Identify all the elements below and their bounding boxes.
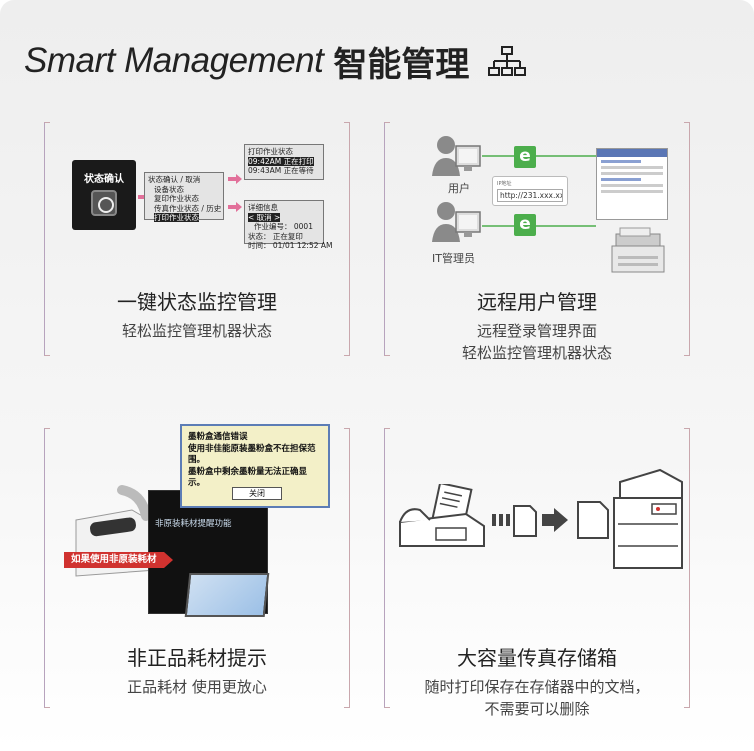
user-with-monitor-icon	[432, 136, 481, 176]
remote-ui-browser	[596, 148, 668, 220]
panel-remote-management: 用户 IT管理员 e e IP地址 http://231.xxx.xx.x	[384, 122, 690, 362]
print-status-row: 09:42AM 正在打印	[248, 156, 314, 166]
bracket-left	[44, 428, 50, 708]
org-chart-icon	[488, 46, 527, 76]
status-confirm-button: 状态确认	[72, 160, 136, 230]
multifunction-printer-icon	[613, 468, 683, 569]
connection-lines	[482, 155, 596, 227]
browser-title-bar	[597, 149, 667, 157]
panel-title: 大容量传真存储箱	[457, 646, 617, 670]
title-en: Smart Management	[24, 41, 324, 80]
page-header: Smart Management 智能管理	[24, 38, 527, 85]
panel-line: 随时打印保存在存储器中的文档，	[424, 678, 650, 696]
bracket-right	[344, 122, 350, 356]
menu-item: 复印作业状态	[154, 194, 199, 203]
panel-status-management: 状态确认 状态确认 / 取消 设备状态 复印作业状态 传真作业状态 / 历史 打…	[44, 122, 350, 356]
dialog-line: 墨粉盒通信错误	[188, 432, 248, 442]
detail-lcd: 详细信息 < 取消 > 作业编号： 0001 状态： 正在复印 时间： 01/0…	[244, 200, 332, 250]
bracket-right	[684, 122, 690, 356]
arrow-right-icon	[228, 174, 242, 184]
panel-consumables: 非原装耗材提醒功能 墨粉盒通信错误 使用非佳能原装墨粉盒不在担保范围。 墨粉盒中…	[44, 424, 350, 708]
bracket-left	[44, 122, 50, 356]
print-status-lcd: 打印作业状态 09:42AM 正在打印 09:43AM 正在等待	[244, 144, 324, 180]
title-cn: 智能管理	[333, 44, 470, 85]
dialog-close-button[interactable]: 关闭	[232, 487, 282, 500]
panel-line: 不需要可以删除	[484, 700, 590, 718]
menu-item-selected: 打印作业状态	[154, 213, 199, 222]
address-bar: IP地址 http://231.xxx.xx.x	[492, 176, 568, 206]
menu-item: 状态确认 / 取消	[148, 175, 201, 184]
panel-line: 轻松监控管理机器状态	[461, 344, 612, 362]
status-menu-lcd: 状态确认 / 取消 设备状态 复印作业状态 传真作业状态 / 历史 打印作业状态	[144, 172, 224, 222]
screen-header: 非原装耗材提醒功能	[155, 519, 232, 529]
print-status-title: 打印作业状态	[248, 147, 293, 156]
bracket-right	[684, 428, 690, 708]
detail-cancel: < 取消 >	[248, 212, 281, 222]
detail-row: 状态： 正在复印	[248, 231, 303, 241]
non-genuine-tag: 如果使用非原装耗材	[64, 552, 172, 568]
detail-row: 时间： 01/01 12:52 AM	[248, 241, 333, 250]
display-screen	[184, 573, 270, 617]
toner-error-dialog: 墨粉盒通信错误 使用非佳能原装墨粉盒不在担保范围。 墨粉盒中剩余墨粉量无法正确显…	[180, 424, 330, 508]
dialog-line: 使用非佳能原装墨粉盒不在担保范围。	[188, 443, 316, 466]
dialog-line: 墨粉盒中剩余墨粉量无法正确显示。	[188, 466, 308, 489]
panel-line: 正品耗材 使用更放心	[127, 678, 267, 696]
detail-title: 详细信息	[248, 203, 278, 212]
detail-row: 作业编号： 0001	[254, 222, 313, 231]
print-status-row: 09:43AM 正在等待	[248, 166, 314, 175]
user-label: 用户	[448, 182, 470, 195]
fax-machine-icon	[399, 484, 485, 547]
panel-title: 远程用户管理	[477, 290, 597, 314]
panel-fax-storage: 大容量传真存储箱 随时打印保存在存储器中的文档， 不需要可以删除	[384, 428, 690, 718]
admin-label: IT管理员	[432, 252, 475, 265]
bracket-right	[344, 428, 350, 708]
arrow-right-icon	[228, 202, 242, 212]
bracket-left	[384, 122, 390, 356]
panel-title: 非正品耗材提示	[127, 646, 267, 670]
address-label: IP地址	[497, 181, 512, 187]
document-icon	[577, 501, 609, 539]
panel-line: 远程登录管理界面	[476, 322, 597, 340]
status-button-label: 状态确认	[84, 174, 124, 185]
data-transfer-arrow-icon	[492, 505, 568, 537]
panel-title: 一键状态监控管理	[117, 290, 277, 314]
e-network-icon: e	[514, 146, 536, 168]
panel-line: 轻松监控管理机器状态	[121, 322, 272, 340]
admin-with-monitor-icon	[432, 202, 481, 242]
address-url: http://231.xxx.xx.x	[497, 189, 563, 202]
printer-icon	[611, 227, 665, 273]
button-knob-icon	[91, 190, 117, 216]
bracket-left	[384, 428, 390, 708]
menu-item: 设备状态	[154, 184, 184, 194]
menu-item: 传真作业状态 / 历史	[154, 203, 222, 213]
e-network-icon: e	[514, 214, 536, 236]
